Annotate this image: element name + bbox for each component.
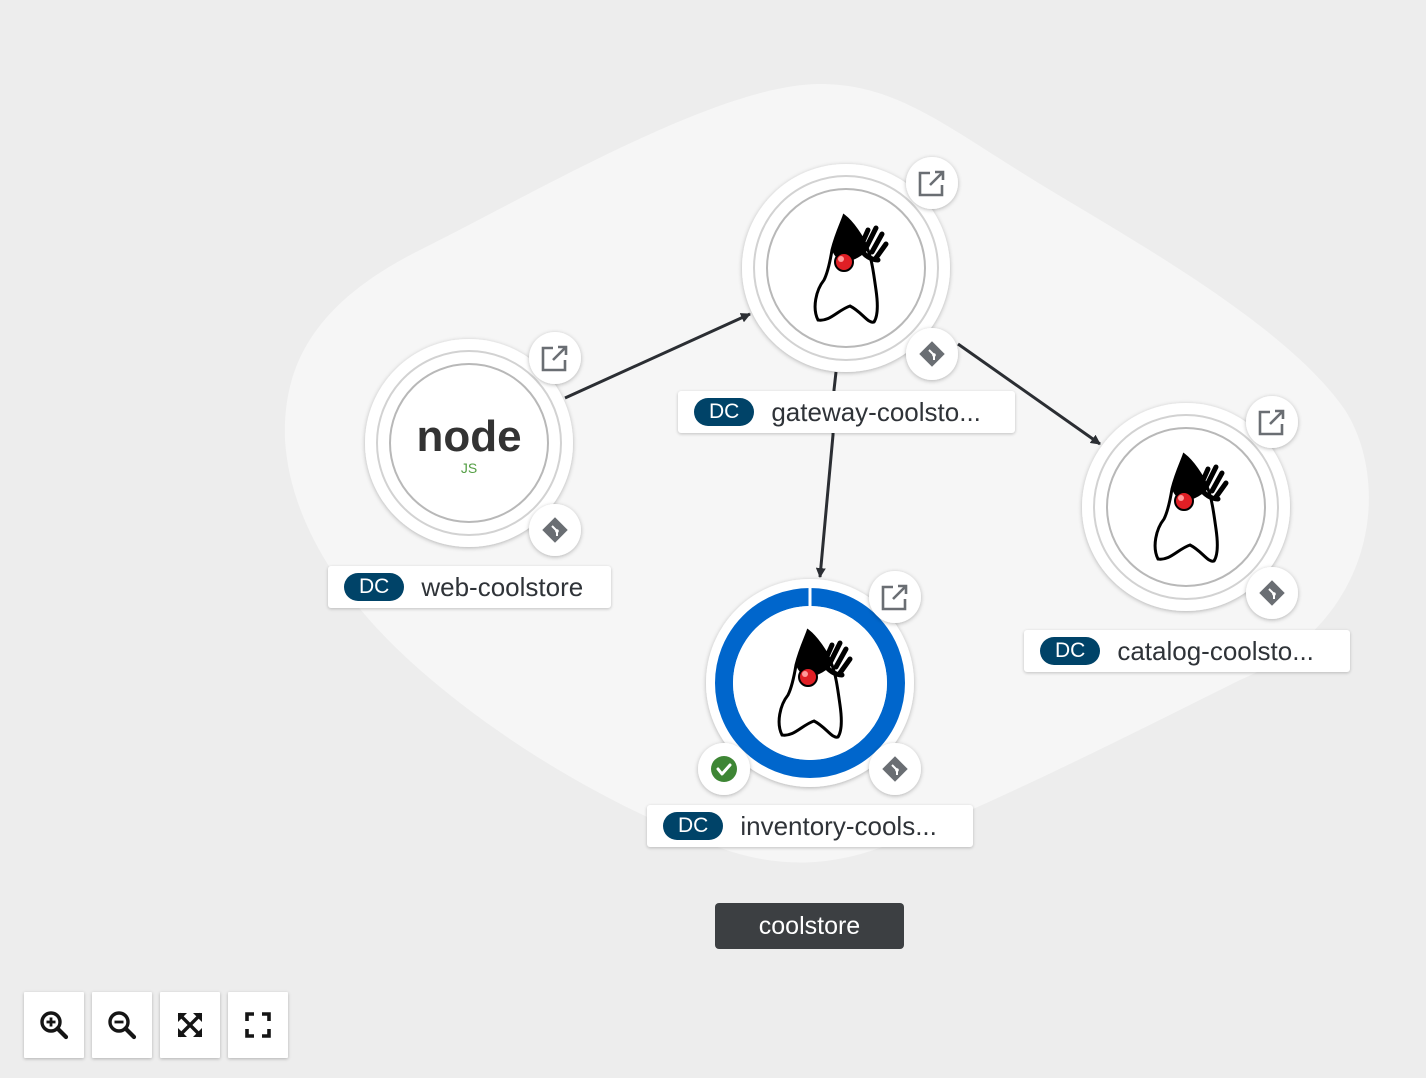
node-label-web[interactable]: DC web-coolstore	[328, 566, 611, 608]
node-name: gateway-coolsto...	[771, 396, 981, 427]
application-group-label[interactable]: coolstore	[715, 903, 904, 949]
node-name: catalog-coolsto...	[1117, 635, 1314, 666]
decorator-web-source[interactable]	[529, 504, 581, 556]
node-web-coolstore[interactable]: node JS	[365, 339, 573, 547]
resource-kind-badge: DC	[663, 812, 724, 840]
node-label-catalog[interactable]: DC catalog-coolsto...	[1024, 630, 1350, 672]
git-icon	[882, 756, 908, 782]
git-icon	[542, 517, 568, 543]
decorator-inventory-source[interactable]	[869, 743, 921, 795]
decorator-web-open-url[interactable]	[529, 332, 581, 384]
decorator-catalog-source[interactable]	[1246, 567, 1298, 619]
svg-text:node: node	[416, 412, 521, 461]
decorator-inventory-build-status[interactable]	[698, 743, 750, 795]
fit-screen-icon	[177, 1012, 203, 1038]
zoom-out-icon	[108, 1011, 137, 1040]
zoom-in-icon	[40, 1011, 69, 1040]
decorator-inventory-open-url[interactable]	[869, 571, 921, 623]
node-gateway-coolstore[interactable]	[742, 164, 950, 372]
node-catalog-coolstore[interactable]	[1082, 403, 1290, 611]
git-icon	[919, 341, 945, 367]
zoom-in-button[interactable]	[24, 992, 84, 1058]
node-name: web-coolstore	[421, 571, 584, 602]
reset-view-button[interactable]	[228, 992, 288, 1058]
decorator-gateway-open-url[interactable]	[906, 157, 958, 209]
edge-web-to-gateway[interactable]	[564, 312, 751, 400]
node-label-inventory[interactable]: DC inventory-cools...	[647, 805, 973, 847]
external-link-icon	[541, 345, 568, 372]
expand-icon	[245, 1012, 271, 1038]
external-link-icon	[918, 170, 945, 197]
resource-kind-badge: DC	[344, 573, 405, 601]
external-link-icon	[881, 584, 908, 611]
edge-gateway-to-catalog[interactable]	[957, 342, 1101, 446]
check-circle-icon	[711, 756, 737, 782]
resource-kind-badge: DC	[1040, 637, 1101, 665]
node-label-gateway[interactable]: DC gateway-coolsto...	[678, 391, 1015, 433]
node-name: inventory-cools...	[740, 810, 937, 841]
zoom-out-button[interactable]	[92, 992, 152, 1058]
decorator-catalog-open-url[interactable]	[1246, 396, 1298, 448]
decorator-gateway-source[interactable]	[906, 328, 958, 380]
svg-text:JS: JS	[461, 460, 477, 476]
nodejs-icon: node JS	[416, 412, 521, 476]
fit-to-screen-button[interactable]	[160, 992, 220, 1058]
resource-kind-badge: DC	[694, 398, 755, 426]
external-link-icon	[1258, 409, 1285, 436]
node-inventory-coolstore[interactable]	[706, 579, 914, 787]
